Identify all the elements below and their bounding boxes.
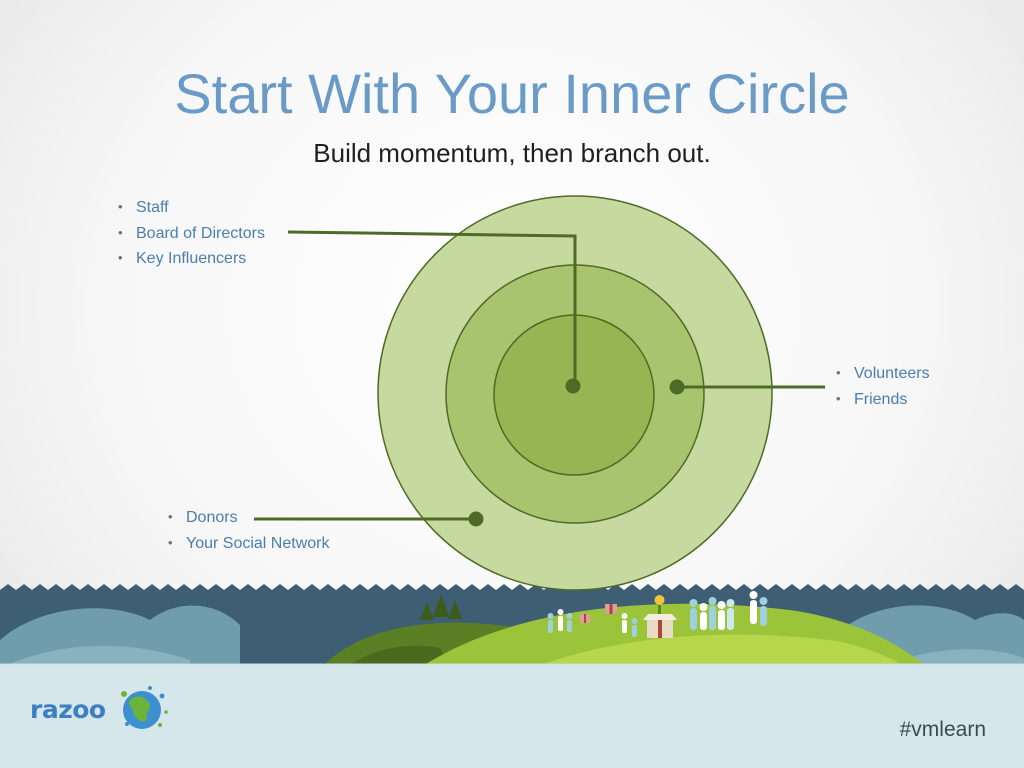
list-item: Friends (836, 387, 930, 413)
outer-circle-list: Donors Your Social Network (168, 505, 329, 556)
slide-title: Start With Your Inner Circle (174, 62, 850, 125)
list-item: Volunteers (836, 361, 930, 387)
inner-circle-list: Staff Board of Directors Key Influencers (118, 195, 265, 272)
list-item: Donors (168, 505, 329, 531)
circle-diagram (254, 195, 825, 591)
connector-inner (287, 230, 577, 385)
list-item: Staff (118, 195, 265, 221)
people-icon (547, 591, 768, 637)
list-item: Board of Directors (118, 221, 265, 247)
gift-icon (580, 595, 677, 638)
hashtag-label: #vmlearn (899, 718, 986, 741)
list-item: Key Influencers (118, 246, 265, 272)
tree-icon (420, 594, 462, 620)
globe-icon (121, 686, 168, 729)
list-item: Your Social Network (168, 531, 329, 557)
razoo-logo-text: razoo (30, 695, 106, 724)
landscape-footer (0, 584, 1024, 768)
middle-circle-list: Volunteers Friends (836, 361, 930, 412)
slide-subtitle: Build momentum, then branch out. (313, 138, 711, 168)
